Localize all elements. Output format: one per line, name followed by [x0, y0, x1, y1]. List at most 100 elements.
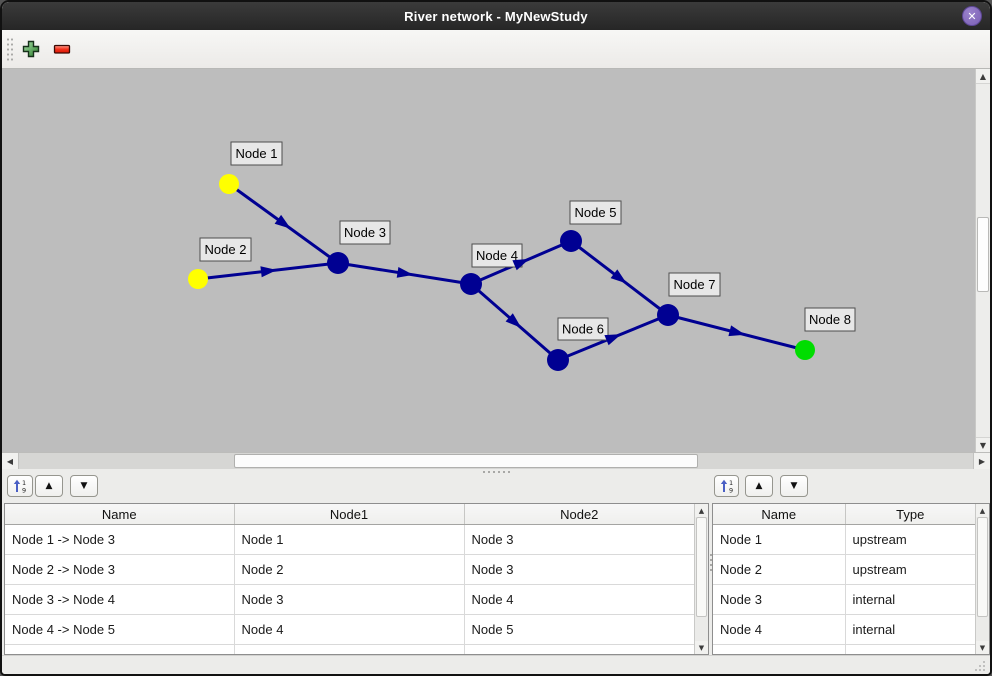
table-cell[interactable]	[5, 644, 235, 654]
table-cell[interactable]: Node 1 -> Node 3	[5, 524, 235, 555]
table-cell[interactable]	[845, 644, 975, 654]
node-node-6[interactable]	[547, 349, 569, 371]
table-cell[interactable]: Node 3 -> Node 4	[5, 584, 235, 615]
node-label-box	[199, 237, 252, 262]
horizontal-pane-splitter[interactable]	[2, 469, 990, 475]
table-cell[interactable]: Node 1	[234, 524, 465, 555]
scroll-down-icon[interactable]: ▼	[695, 641, 708, 654]
close-icon: ✕	[967, 10, 977, 23]
nodes-scrollbar-thumb[interactable]	[977, 517, 988, 617]
add-node-button[interactable]	[21, 39, 41, 59]
column-header-node1[interactable]: Node1	[234, 504, 465, 525]
scroll-down-icon[interactable]: ▼	[976, 437, 990, 452]
horizontal-scrollbar-thumb[interactable]	[234, 454, 698, 468]
node-label-box	[668, 272, 721, 297]
table-cell[interactable]: Node 1	[713, 524, 846, 555]
links-scrollbar-thumb[interactable]	[696, 517, 707, 617]
scroll-up-icon[interactable]: ▲	[976, 69, 990, 84]
canvas-vertical-scrollbar[interactable]: ▲ ▼	[975, 69, 990, 452]
table-cell[interactable]: internal	[845, 584, 975, 615]
column-header-node2[interactable]: Node2	[464, 504, 694, 525]
table-cell[interactable]: Node 3	[234, 584, 465, 615]
edge-arrow-icon	[396, 267, 414, 278]
table-cell[interactable]: Node 4	[464, 584, 694, 615]
scroll-up-icon[interactable]: ▲	[976, 504, 989, 517]
node-node-7[interactable]	[657, 304, 679, 326]
edge-arrow-icon	[274, 214, 291, 229]
node-node-1[interactable]	[219, 174, 239, 194]
table-cell[interactable]: upstream	[845, 554, 975, 585]
node-label-box	[230, 141, 283, 166]
scroll-down-icon[interactable]: ▼	[976, 641, 989, 654]
vertical-scrollbar-thumb[interactable]	[977, 217, 989, 292]
nodes-move-up-button[interactable]: ▲	[745, 475, 773, 497]
edge-arrow-icon	[728, 325, 746, 337]
table-cell[interactable]	[713, 644, 846, 654]
node-label-box	[557, 317, 609, 341]
nodes-move-down-button[interactable]: ▼	[780, 475, 808, 497]
table-cell[interactable]: Node 2	[713, 554, 846, 585]
edge-arrow-icon	[260, 266, 277, 278]
node-label-box	[339, 220, 391, 245]
links-table-header-row: Name Node1 Node2	[5, 504, 694, 525]
column-header-type[interactable]: Type	[845, 504, 975, 525]
scroll-left-icon[interactable]: ◀	[2, 453, 19, 469]
table-cell[interactable]: Node 2 -> Node 3	[5, 554, 235, 585]
node-node-5[interactable]	[560, 230, 582, 252]
main-toolbar	[2, 30, 990, 69]
table-row[interactable]	[5, 644, 694, 654]
table-cell[interactable]	[234, 644, 465, 654]
table-cell[interactable]: Node 2	[234, 554, 465, 585]
nodes-sort-button[interactable]: 1 9	[714, 475, 739, 497]
node-node-2[interactable]	[188, 269, 208, 289]
table-cell[interactable]: Node 4	[234, 614, 465, 645]
remove-node-button[interactable]	[52, 39, 72, 59]
close-button[interactable]: ✕	[962, 6, 982, 26]
column-header-name[interactable]: Name	[713, 504, 846, 525]
nodes-table-scrollbar[interactable]: ▲ ▼	[975, 504, 989, 654]
table-cell[interactable]: Node 4	[713, 614, 846, 645]
table-cell[interactable]: upstream	[845, 524, 975, 555]
table-cell[interactable]: Node 3	[713, 584, 846, 615]
scroll-up-icon[interactable]: ▲	[695, 504, 708, 517]
table-cell[interactable]: Node 3	[464, 554, 694, 585]
table-cell[interactable]: internal	[845, 614, 975, 645]
window-title: River network - MyNewStudy	[404, 8, 588, 24]
node-node-8[interactable]	[795, 340, 815, 360]
scroll-right-icon[interactable]: ▶	[973, 453, 990, 469]
edge-arrow-icon	[512, 258, 530, 271]
svg-text:1: 1	[22, 479, 26, 487]
down-arrow-icon: ▼	[80, 481, 88, 491]
links-table-scrollbar[interactable]: ▲ ▼	[694, 504, 708, 654]
links-sort-button[interactable]: 1 9	[7, 475, 33, 497]
node-node-3[interactable]	[327, 252, 349, 274]
table-cell[interactable]	[464, 644, 694, 654]
resize-grip-icon[interactable]	[973, 659, 986, 672]
table-cell[interactable]: Node 4 -> Node 5	[5, 614, 235, 645]
column-header-name[interactable]: Name	[5, 504, 235, 525]
node-node-4[interactable]	[460, 273, 482, 295]
plus-icon	[22, 40, 40, 58]
table-cell[interactable]: Node 3	[464, 524, 694, 555]
toolbar-drag-handle[interactable]	[6, 37, 15, 61]
table-row[interactable]	[713, 644, 975, 654]
vertical-pane-splitter[interactable]	[709, 550, 713, 574]
sort-ascending-icon: 1 9	[720, 479, 733, 494]
table-cell[interactable]: Node 5	[464, 614, 694, 645]
titlebar[interactable]: River network - MyNewStudy ✕	[2, 2, 990, 30]
node-label-box	[471, 243, 523, 268]
canvas-horizontal-scrollbar[interactable]: ◀ ▶	[2, 452, 990, 469]
links-move-up-button[interactable]: ▲	[35, 475, 63, 497]
links-move-down-button[interactable]: ▼	[70, 475, 98, 497]
minus-icon	[53, 44, 71, 54]
